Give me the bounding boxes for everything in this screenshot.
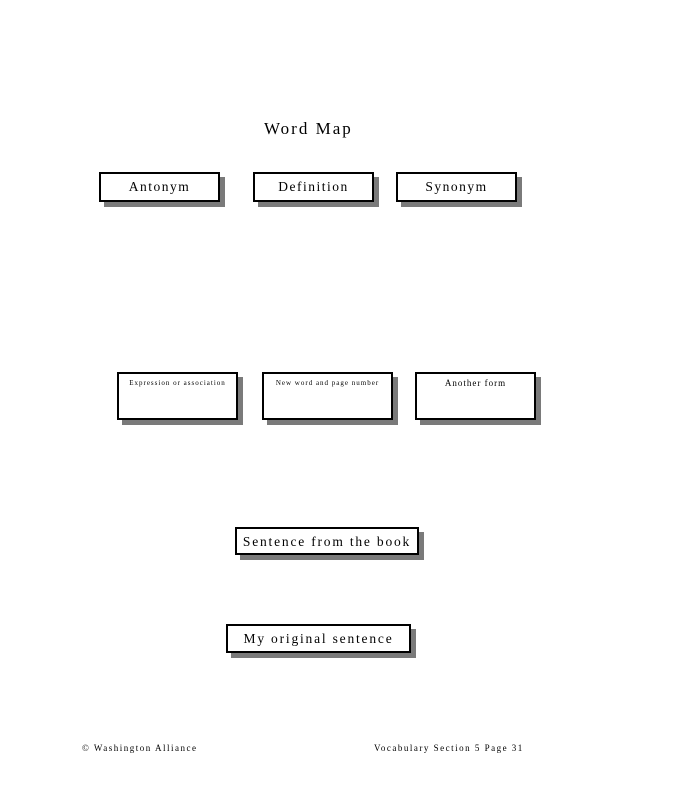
new-word-page-number-box: New word and page number xyxy=(262,372,393,420)
footer-page-info: Vocabulary Section 5 Page 31 xyxy=(374,743,524,753)
footer-copyright: © Washington Alliance xyxy=(82,743,198,753)
synonym-box: Synonym xyxy=(396,172,517,202)
antonym-label: Antonym xyxy=(128,179,191,194)
definition-label: Definition xyxy=(278,179,349,194)
expression-association-box: Expression or association xyxy=(117,372,238,420)
sentence-from-book-label: Sentence from the book xyxy=(242,534,412,549)
another-form-box: Another form xyxy=(415,372,536,420)
original-sentence-label: My original sentence xyxy=(243,631,394,646)
definition-box: Definition xyxy=(253,172,374,202)
new-word-page-number-label: New word and page number xyxy=(275,379,380,387)
expression-association-label: Expression or association xyxy=(129,379,226,387)
page-title: Word Map xyxy=(264,119,353,138)
synonym-label: Synonym xyxy=(425,179,488,194)
antonym-box: Antonym xyxy=(99,172,220,202)
original-sentence-box: My original sentence xyxy=(226,624,411,653)
another-form-label: Another form xyxy=(444,378,507,388)
sentence-from-book-box: Sentence from the book xyxy=(235,527,419,555)
